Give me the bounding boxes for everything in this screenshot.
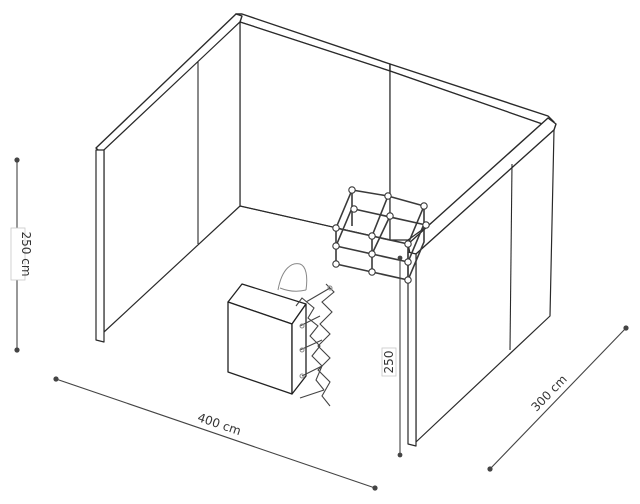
dimension-width: 400 cm (53, 376, 378, 491)
dimension-wall-height: 250 (381, 255, 403, 458)
right-side-wall (407, 117, 557, 447)
wall-height-label: 250 (382, 351, 396, 374)
counter (227, 283, 307, 395)
dimension-height: 250 cm (10, 157, 33, 353)
cube-shelf (332, 186, 430, 284)
width-label: 400 cm (196, 410, 243, 438)
back-wall-left (235, 13, 391, 241)
left-side-wall (95, 13, 243, 343)
height-label: 250 cm (19, 231, 33, 276)
brochure-rack (295, 283, 335, 407)
stool (277, 263, 308, 292)
